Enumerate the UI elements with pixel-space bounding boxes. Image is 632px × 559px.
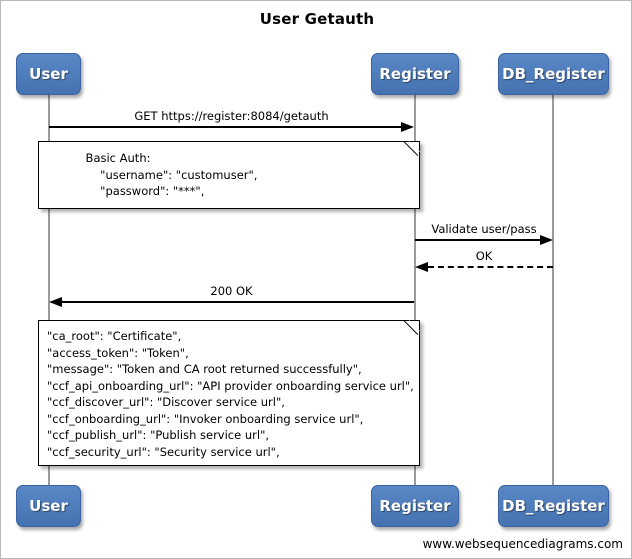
note-fold-line-icon (404, 141, 420, 157)
participant-db-register-bottom-label: DB_Register (502, 497, 605, 515)
participant-register-top[interactable]: Register (371, 53, 459, 95)
footer-watermark: www.websequencediagrams.com (422, 537, 623, 551)
basic-auth-note-text: Basic Auth: "username": "customuser", "p… (85, 151, 258, 198)
participant-user-top[interactable]: User (16, 53, 81, 95)
message-arrowhead-200-ok (49, 297, 62, 307)
participant-register-top-label: Register (379, 65, 451, 83)
participant-db-register-top-label: DB_Register (502, 65, 605, 83)
participant-user-top-label: User (29, 65, 68, 83)
message-arrowhead-validate (540, 235, 553, 245)
participant-user-bottom-label: User (29, 497, 68, 515)
token-response-note-text: "ca_root": "Certificate", "access_token"… (47, 329, 414, 459)
message-arrowhead-ok (415, 262, 428, 272)
participant-register-bottom[interactable]: Register (371, 485, 459, 527)
basic-auth-note: Basic Auth: "username": "customuser", "p… (38, 141, 420, 209)
participant-db-register-bottom[interactable]: DB_Register (498, 485, 609, 527)
message-line-getauth (49, 126, 401, 128)
message-label-getauth: GET https://register:8084/getauth (134, 109, 329, 123)
token-response-note: "ca_root": "Certificate", "access_token"… (38, 320, 420, 466)
lifeline-db-register (552, 95, 554, 487)
participant-user-bottom[interactable]: User (16, 485, 81, 527)
message-line-validate (415, 239, 540, 241)
message-line-ok (428, 266, 553, 268)
message-arrowhead-getauth (401, 122, 414, 132)
participant-register-bottom-label: Register (379, 497, 451, 515)
participant-db-register-top[interactable]: DB_Register (498, 53, 609, 95)
message-label-validate: Validate user/pass (431, 222, 537, 236)
diagram-title: User Getauth (259, 10, 375, 28)
lifeline-register (414, 95, 416, 487)
lifeline-user (48, 95, 50, 487)
message-line-200-ok (62, 301, 414, 303)
message-label-ok: OK (475, 249, 493, 263)
message-label-200-ok: 200 OK (210, 284, 253, 298)
